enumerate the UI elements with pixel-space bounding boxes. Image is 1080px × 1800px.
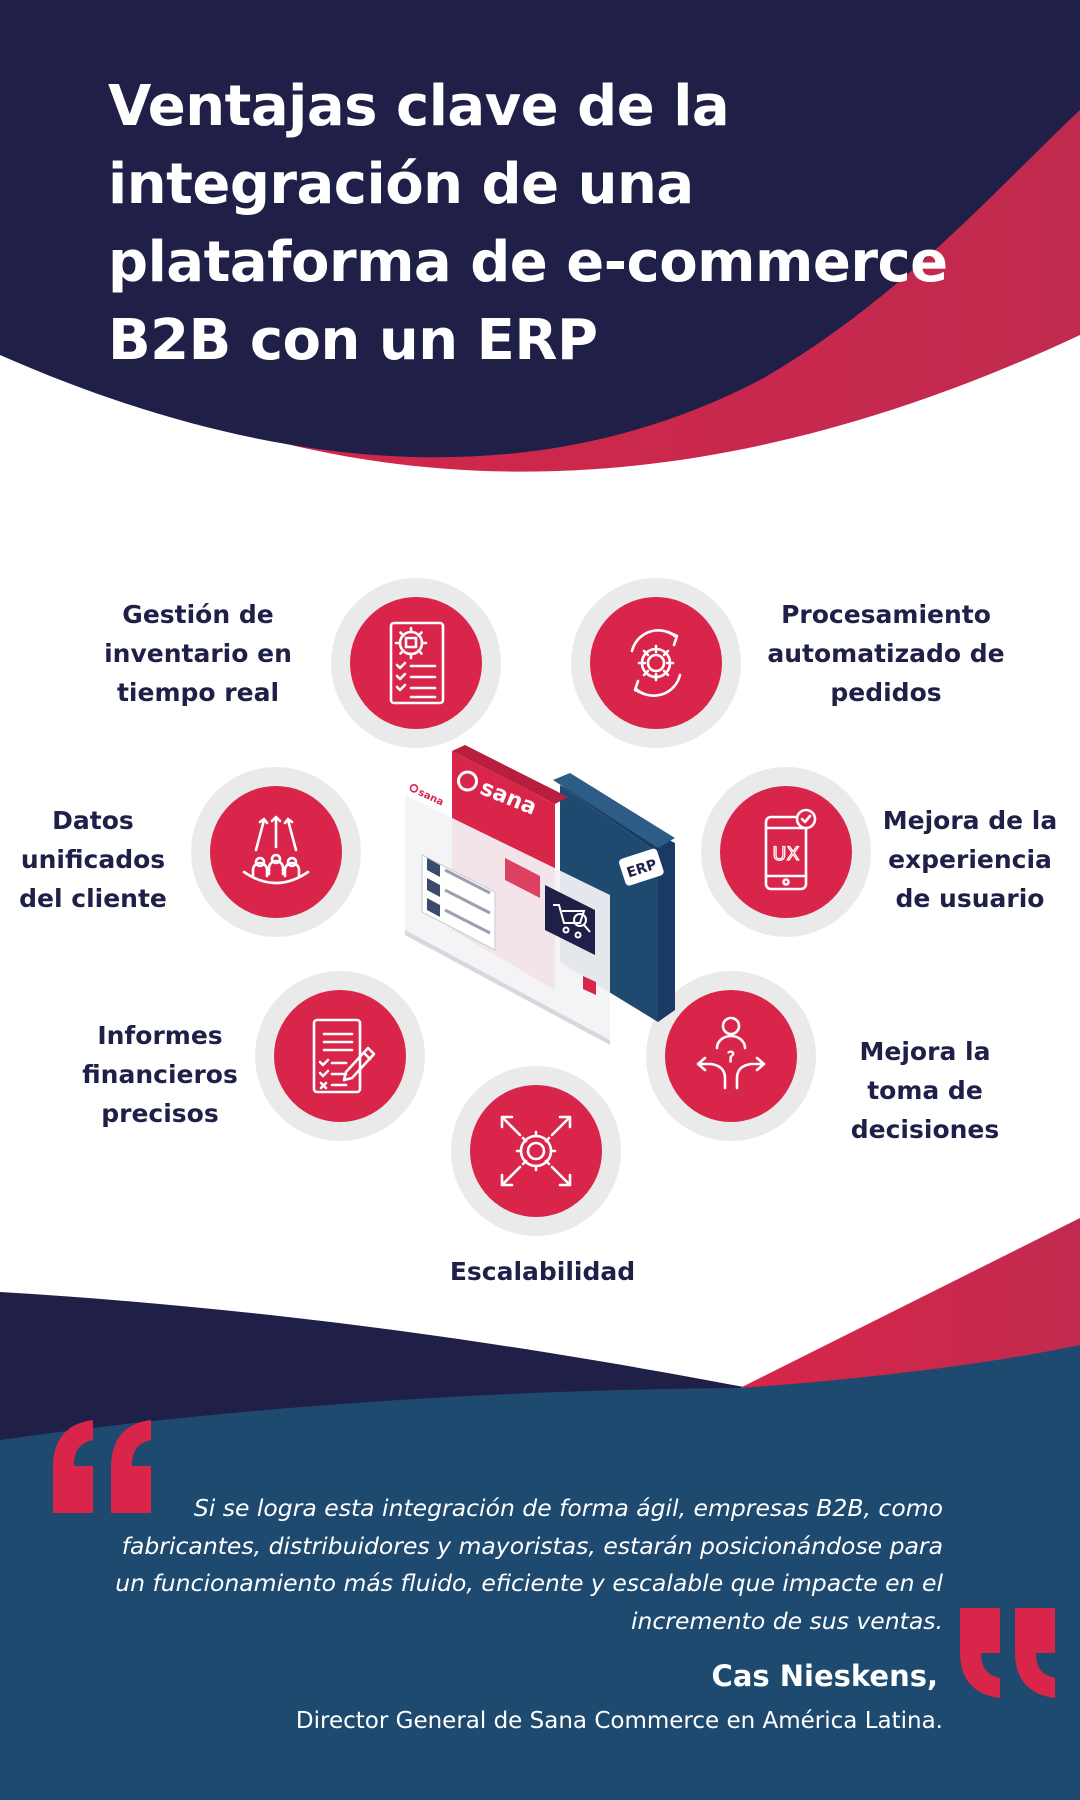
report-pencil-icon — [312, 1018, 376, 1094]
quote-line: incremento de sus ventas. — [630, 1606, 943, 1635]
svg-text:?: ? — [727, 1048, 735, 1066]
title-line: integración de una — [108, 152, 694, 217]
scalability-icon-disc — [470, 1085, 602, 1217]
reports-icon-disc — [274, 990, 406, 1122]
label-line: Escalabilidad — [449, 1257, 636, 1286]
label-line: experiencia — [888, 845, 1052, 874]
label-line: Mejora la — [859, 1037, 991, 1066]
label-line: Mejora de la — [882, 806, 1058, 835]
ux-icon-disc: UX — [720, 786, 852, 918]
quote-line: Si se logra esta integración de forma ág… — [193, 1494, 943, 1522]
label-line: pedidos — [830, 678, 942, 707]
label-line: unificados — [20, 845, 166, 874]
benefit-label-scalability: Escalabilidad — [400, 1252, 685, 1291]
ux-icon-ring: UX — [701, 767, 871, 937]
quote-line: fabricantes, distribuidores y mayoristas… — [121, 1531, 943, 1560]
inventory-checklist-icon — [389, 621, 445, 705]
benefit-label-reports: Informes financieros precisos — [50, 1016, 270, 1133]
gear-expand-icon — [500, 1115, 572, 1187]
quote-author: Cas Nieskens, — [711, 1659, 938, 1693]
benefit-label-inventory: Gestión de inventario en tiempo real — [68, 595, 328, 712]
storefront-screen — [405, 795, 610, 1040]
title-line: Ventajas clave de la — [108, 74, 730, 139]
label-line: tiempo real — [116, 678, 280, 707]
customer-data-icon-ring — [191, 767, 361, 937]
ux-glyph: UX — [773, 843, 800, 865]
label-line: precisos — [101, 1099, 219, 1128]
gear-cycle-icon — [630, 629, 682, 697]
benefit-label-customer-data: Datos unificados del cliente — [0, 801, 186, 918]
orders-icon-disc — [590, 597, 722, 729]
benefit-label-ux: Mejora de la experiencia de usuario — [870, 801, 1070, 918]
decisions-icon-disc: ? — [665, 990, 797, 1122]
label-line: Gestión de — [122, 600, 274, 629]
open-quote-icon — [53, 1420, 151, 1513]
decision-paths-icon: ? — [696, 1016, 766, 1090]
benefit-label-orders: Procesamiento automatizado de pedidos — [756, 595, 1016, 712]
customer-data-icon-disc — [210, 786, 342, 918]
benefit-label-decisions: Mejora la toma de decisiones — [825, 1032, 1025, 1149]
header-navy-shape — [0, 0, 1080, 458]
close-quote-icon — [960, 1608, 1055, 1698]
label-line: del cliente — [19, 884, 167, 913]
inventory-icon-disc — [350, 597, 482, 729]
label-line: automatizado de — [767, 639, 1005, 668]
label-line: Datos — [52, 806, 134, 835]
footer-red-wave — [740, 1218, 1080, 1388]
scalability-icon-ring — [451, 1066, 621, 1236]
sana-panel-side — [452, 745, 568, 804]
label-line: financieros — [82, 1060, 238, 1089]
erp-panel-side — [560, 785, 675, 1022]
people-growth-icon — [242, 815, 310, 885]
erp-ecommerce-illustration: ERP sana sana — [405, 745, 675, 1045]
inventory-icon-ring — [331, 578, 501, 748]
label-line: inventario en — [104, 639, 292, 668]
testimonial-quote: Si se logra esta integración de forma ág… — [60, 1490, 943, 1640]
reports-icon-ring — [255, 971, 425, 1141]
label-line: Informes — [97, 1021, 223, 1050]
label-line: decisiones — [850, 1115, 1000, 1144]
page-title: Ventajas clave de la integración de una … — [108, 68, 1008, 380]
cart-search-icon — [553, 904, 591, 939]
erp-badge: ERP — [619, 848, 664, 886]
decisions-icon-ring: ? — [646, 971, 816, 1141]
title-line: B2B con un ERP — [108, 308, 598, 373]
quote-line: un funcionamiento más fluido, eficiente … — [115, 1569, 943, 1597]
mobile-ux-icon: UX — [764, 808, 817, 891]
footer-blue-shape — [0, 1345, 1080, 1800]
quote-author-role: Director General de Sana Commerce en Amé… — [295, 1708, 943, 1734]
label-line: toma de — [867, 1076, 983, 1105]
orders-icon-ring — [571, 578, 741, 748]
label-line: Procesamiento — [781, 600, 991, 629]
title-line: plataforma de e-commerce — [108, 230, 948, 295]
label-line: de usuario — [895, 884, 1045, 913]
